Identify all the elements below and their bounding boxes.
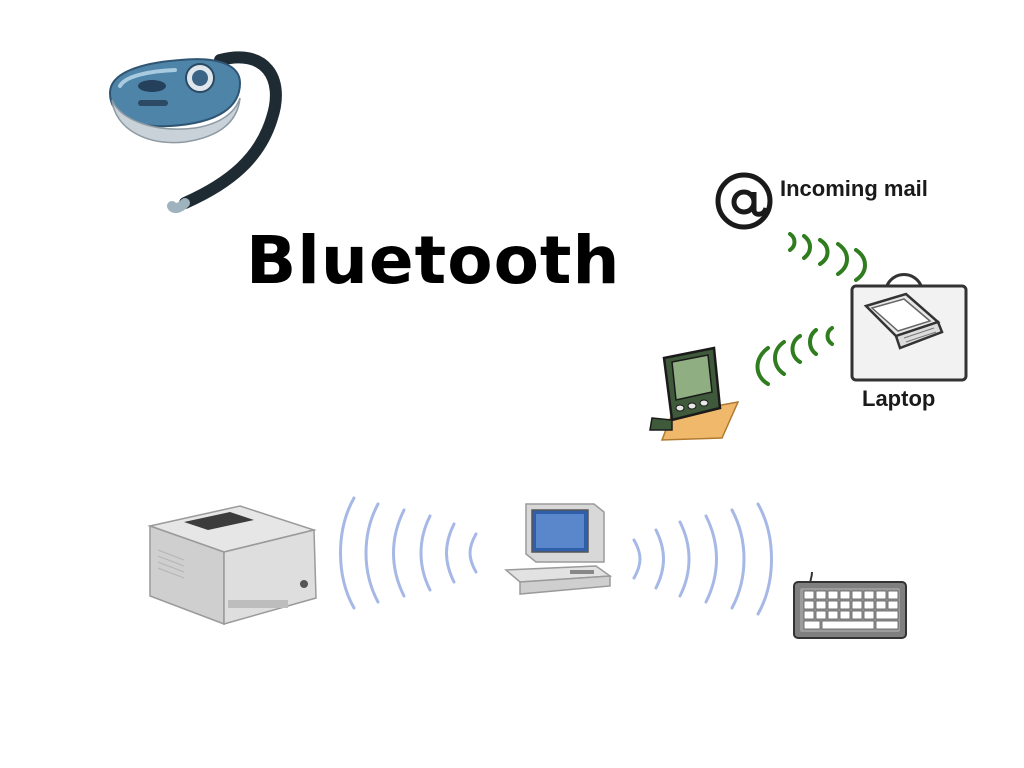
keyboard-icon <box>793 571 907 639</box>
at-sign-icon <box>715 172 773 230</box>
signal-waves-right <box>632 502 773 616</box>
headset-icon <box>108 51 282 213</box>
laptop-label: Laptop <box>862 386 936 411</box>
incoming-mail-label: Incoming mail <box>780 176 928 201</box>
printer-icon <box>147 505 317 626</box>
signal-waves-pda <box>755 326 834 386</box>
pda-icon <box>649 346 740 441</box>
slide-title: Bluetooth <box>246 222 621 299</box>
signal-waves-left <box>339 496 478 610</box>
laptop-icon <box>850 273 968 382</box>
computer-icon <box>504 503 613 595</box>
signal-waves-mail <box>788 232 867 282</box>
